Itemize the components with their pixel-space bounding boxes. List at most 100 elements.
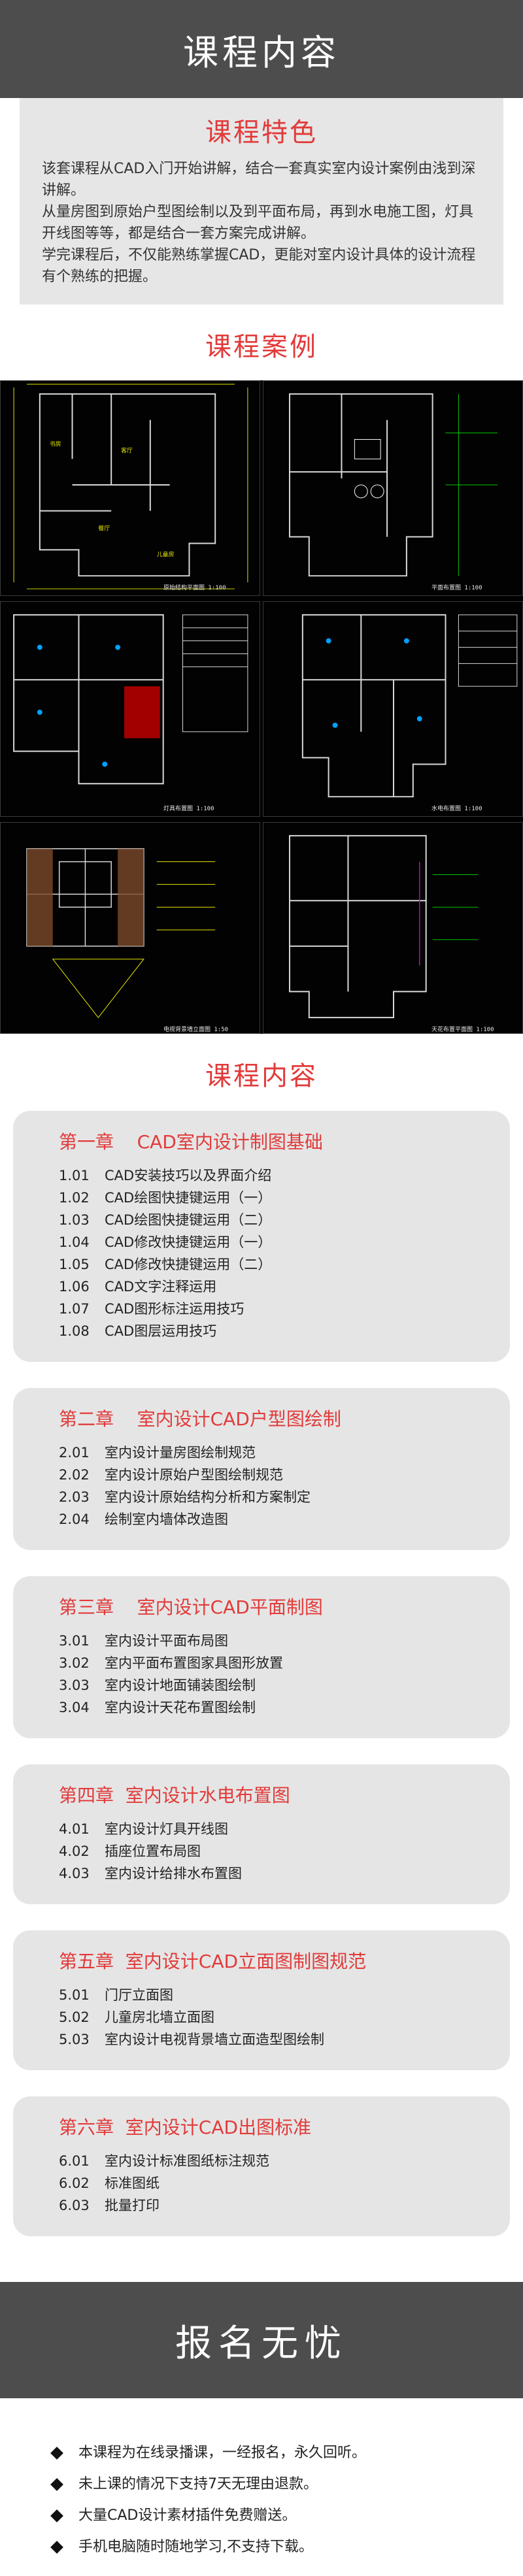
- chapter-title: 第三章 室内设计CAD平面制图: [59, 1596, 323, 1618]
- lesson-title: CAD绘图快捷键运用（一）: [105, 1190, 272, 1206]
- lesson-number: 1.07: [59, 1301, 90, 1317]
- features-box: 课程特色 该套课程从CAD入门开始讲解，结合一套真实室内设计案例由浅到深讲解。 …: [20, 98, 503, 305]
- lesson-title: 室内设计天花布置图绘制: [105, 1700, 256, 1715]
- lesson-title: CAD修改快捷键运用（二）: [105, 1257, 272, 1272]
- policy-list: 本课程为在线录播课，一经报名，永久回听。 未上课的情况下支持7天无理由退款。 大…: [26, 2424, 497, 2576]
- svg-text:书房: 书房: [50, 440, 61, 448]
- footer-title: 报名无忧: [175, 2322, 348, 2365]
- diamond-bullet-icon: [50, 2541, 63, 2554]
- lesson-title: CAD安装技巧以及界面介绍: [105, 1168, 272, 1183]
- lesson-number: 3.03: [59, 1677, 90, 1693]
- bullet-text: 手机电脑随时随地学习,不支持下载。: [78, 2539, 313, 2555]
- header-banner: 课程内容: [0, 0, 523, 98]
- drawing-caption: 原始结构平面图 1:100: [163, 585, 226, 591]
- lesson-number: 2.01: [59, 1445, 90, 1461]
- cad-drawing-image: [0, 601, 260, 817]
- bullet-text: 本课程为在线录播课，一经报名，永久回听。: [78, 2445, 367, 2461]
- lesson-number: 1.08: [59, 1323, 90, 1339]
- curriculum-title: 课程内容: [205, 1061, 318, 1091]
- features-paragraph: 该套课程从CAD入门开始讲解，结合一套真实室内设计案例由浅到深讲解。: [42, 161, 476, 199]
- svg-text:儿童房: 儿童房: [157, 550, 175, 558]
- lesson-title: 室内设计地面铺装图绘制: [105, 1677, 256, 1693]
- lesson-title: 室内平面布置图家具图形放置: [105, 1655, 283, 1671]
- lesson-item: 1.02 CAD绘图快捷键运用（一）: [59, 1187, 490, 1209]
- lesson-item: 1.08 CAD图层运用技巧: [59, 1320, 490, 1342]
- diamond-bullet-icon: [50, 2509, 63, 2522]
- features-title: 课程特色: [205, 118, 318, 148]
- lesson-item: 2.04 绘制室内墙体改造图: [59, 1508, 490, 1530]
- lesson-number: 2.04: [59, 1511, 90, 1527]
- chapter-title: 第二章 室内设计CAD户型图绘制: [59, 1408, 341, 1430]
- cad-drawing-image: [0, 822, 260, 1034]
- lesson-item: 1.01 CAD安装技巧以及界面介绍: [59, 1164, 490, 1187]
- footer-banner: 报名无忧: [0, 2282, 523, 2398]
- svg-text:客厅: 客厅: [121, 446, 133, 454]
- lesson-number: 2.02: [59, 1467, 90, 1483]
- list-item: 大量CAD设计素材插件免费赠送。: [50, 2500, 471, 2532]
- lesson-title: 室内设计给排水布置图: [105, 1866, 242, 1881]
- lesson-number: 6.02: [59, 2175, 90, 2191]
- lesson-number: 3.01: [59, 1633, 90, 1649]
- lesson-title: 室内设计标准图纸标注规范: [105, 2153, 269, 2169]
- lesson-number: 1.02: [59, 1190, 90, 1206]
- lesson-number: 4.03: [59, 1866, 90, 1881]
- lesson-title: 室内设计原始结构分析和方案制定: [105, 1489, 311, 1505]
- svg-text:餐厅: 餐厅: [98, 525, 110, 533]
- cases-title: 课程案例: [205, 332, 318, 362]
- lesson-item: 1.07 CAD图形标注运用技巧: [59, 1298, 490, 1320]
- list-item: 未上课的情况下支持7天无理由退款。: [50, 2469, 471, 2500]
- lesson-number: 6.03: [59, 2198, 90, 2213]
- lesson-title: 室内设计电视背景墙立面造型图绘制: [105, 2032, 324, 2047]
- lesson-title: 绘制室内墙体改造图: [105, 1511, 228, 1527]
- lesson-title: 门厅立面图: [105, 1987, 173, 2003]
- cad-drawing-image: [263, 380, 523, 596]
- chapter-title: 第四章 室内设计水电布置图: [59, 1785, 290, 1806]
- lesson-item: 1.05 CAD修改快捷键运用（二）: [59, 1253, 490, 1276]
- lesson-number: 6.01: [59, 2153, 90, 2169]
- lesson-title: CAD文字注释运用: [105, 1279, 217, 1295]
- lesson-title: 室内设计平面布局图: [105, 1633, 228, 1649]
- header-title: 课程内容: [183, 31, 340, 73]
- lesson-title: 批量打印: [105, 2198, 160, 2213]
- cad-gallery: 书房客厅餐厅儿童房 原始结构平面图 1:100 平面布置图 1:100: [0, 380, 523, 1034]
- lesson-number: 1.01: [59, 1168, 90, 1183]
- drawing-caption: 水电布置图 1:100: [431, 806, 482, 812]
- diamond-bullet-icon: [50, 2447, 63, 2460]
- drawing-caption: 灯具布置图 1:100: [163, 806, 214, 812]
- lesson-item: 6.01 室内设计标准图纸标注规范: [59, 2150, 490, 2172]
- lesson-title: CAD图形标注运用技巧: [105, 1301, 245, 1317]
- lesson-item: 4.03 室内设计给排水布置图: [59, 1862, 490, 1885]
- lesson-number: 4.01: [59, 1821, 90, 1837]
- lesson-item: 6.03 批量打印: [59, 2194, 490, 2217]
- lesson-title: CAD图层运用技巧: [105, 1323, 217, 1339]
- lesson-title: 标准图纸: [105, 2175, 160, 2191]
- lesson-title: 儿童房北墙立面图: [105, 2009, 214, 2025]
- drawing-caption: 平面布置图 1:100: [431, 585, 482, 591]
- bullet-text: 大量CAD设计素材插件免费赠送。: [78, 2507, 297, 2524]
- lesson-item: 3.03 室内设计地面铺装图绘制: [59, 1674, 490, 1696]
- cad-drawing-image: [263, 822, 523, 1034]
- lesson-title: CAD绘图快捷键运用（二）: [105, 1212, 272, 1228]
- lesson-number: 4.02: [59, 1843, 90, 1859]
- list-item: 手机电脑随时随地学习,不支持下载。: [50, 2532, 471, 2563]
- features-paragraph: 学完课程后，不仅能熟练掌握CAD，更能对室内设计具体的设计流程有个熟练的把握。: [42, 247, 476, 285]
- cad-drawing-image: 书房客厅餐厅儿童房: [0, 380, 260, 596]
- lesson-title: CAD修改快捷键运用（一）: [105, 1234, 272, 1250]
- lesson-number: 1.05: [59, 1257, 90, 1272]
